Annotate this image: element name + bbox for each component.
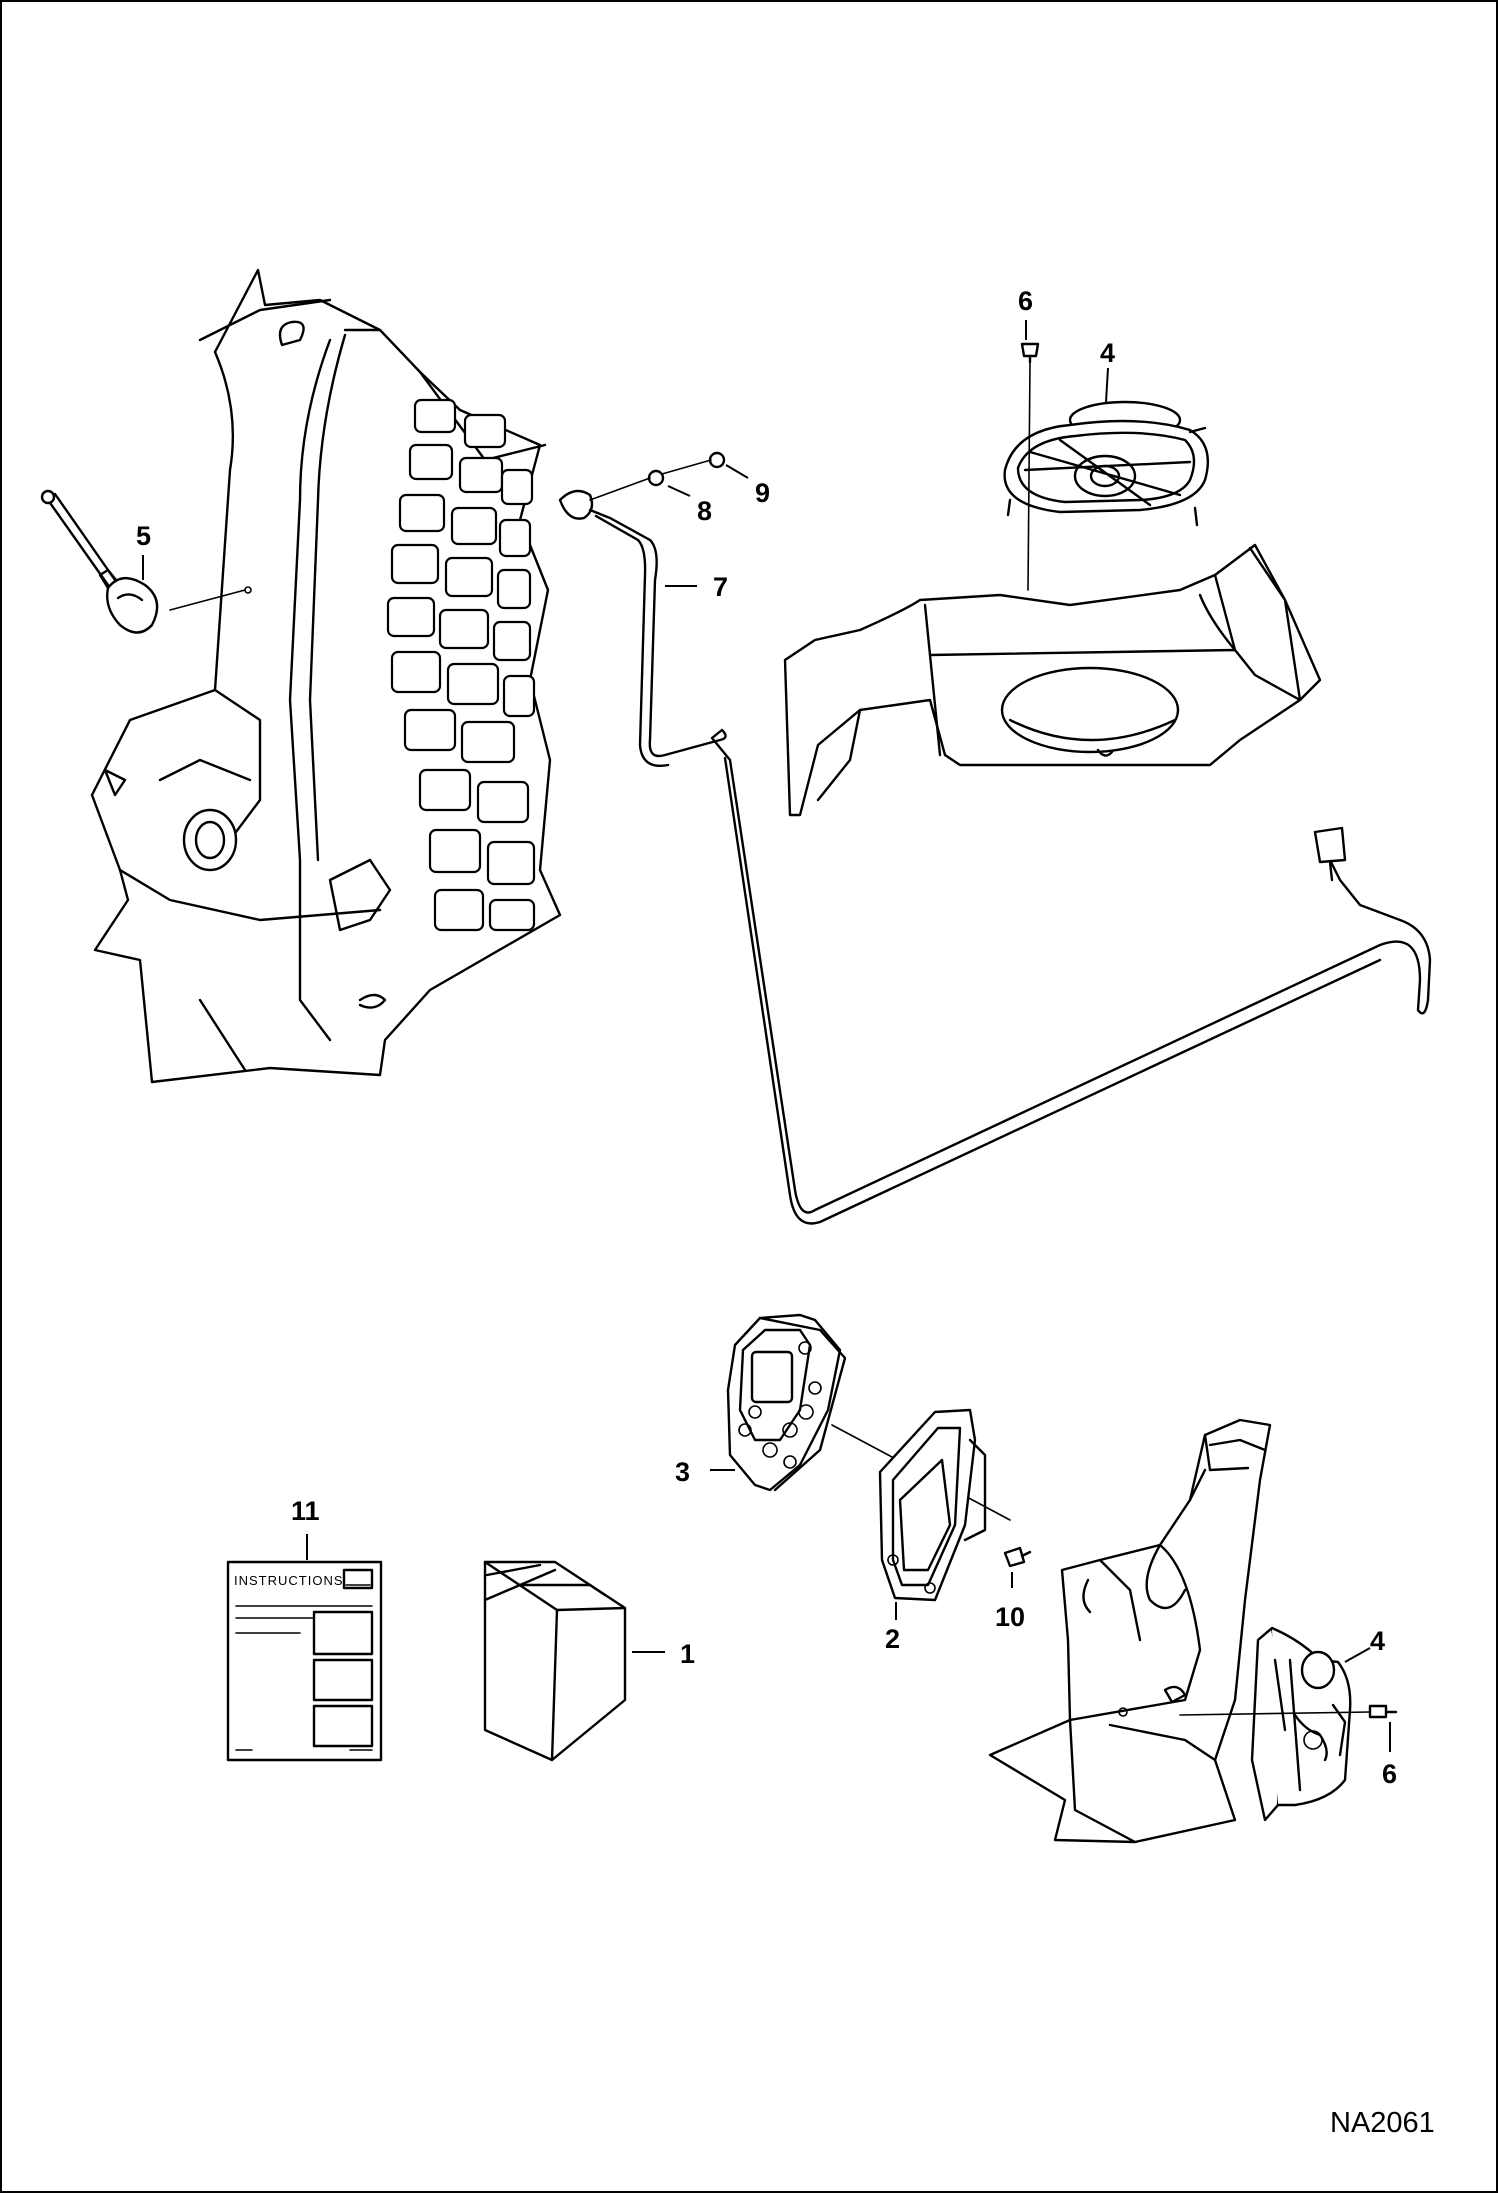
upper-speaker xyxy=(1003,342,1210,591)
window-grid xyxy=(386,370,547,932)
figure-id: NA2061 xyxy=(1330,2107,1435,2139)
callout-6-top: 6 xyxy=(1018,286,1033,316)
callout-labels: 6 4 5 8 9 7 3 2 10 11 1 4 6 xyxy=(136,286,1397,1789)
radio-unit xyxy=(726,1313,1011,1521)
callout-6-bottom: 6 xyxy=(1382,1759,1397,1789)
lower-speaker xyxy=(1179,1626,1398,1822)
screw-10 xyxy=(1003,1546,1032,1568)
lower-housing xyxy=(988,1418,1272,1844)
instructions-sheet: INSTRUCTIONS xyxy=(226,1560,383,1762)
callout-3: 3 xyxy=(675,1457,690,1487)
callout-11: 11 xyxy=(291,1496,320,1526)
antenna-cable xyxy=(558,451,1432,1225)
callout-7: 7 xyxy=(713,572,728,602)
callout-9: 9 xyxy=(755,478,770,508)
callout-2: 2 xyxy=(885,1624,900,1654)
parts-box xyxy=(483,1560,627,1762)
callout-10: 10 xyxy=(995,1602,1025,1632)
upper-speaker-housing xyxy=(783,543,1322,817)
callout-8: 8 xyxy=(697,496,712,526)
callout-4-top: 4 xyxy=(1100,338,1115,368)
antenna-assembly xyxy=(40,489,252,634)
radio-bezel xyxy=(878,1408,987,1602)
leader-lines xyxy=(142,320,1391,1752)
callout-1: 1 xyxy=(680,1639,695,1669)
callout-5: 5 xyxy=(136,521,151,551)
callout-4-bottom: 4 xyxy=(1370,1626,1385,1656)
instructions-label: INSTRUCTIONS xyxy=(234,1573,344,1588)
